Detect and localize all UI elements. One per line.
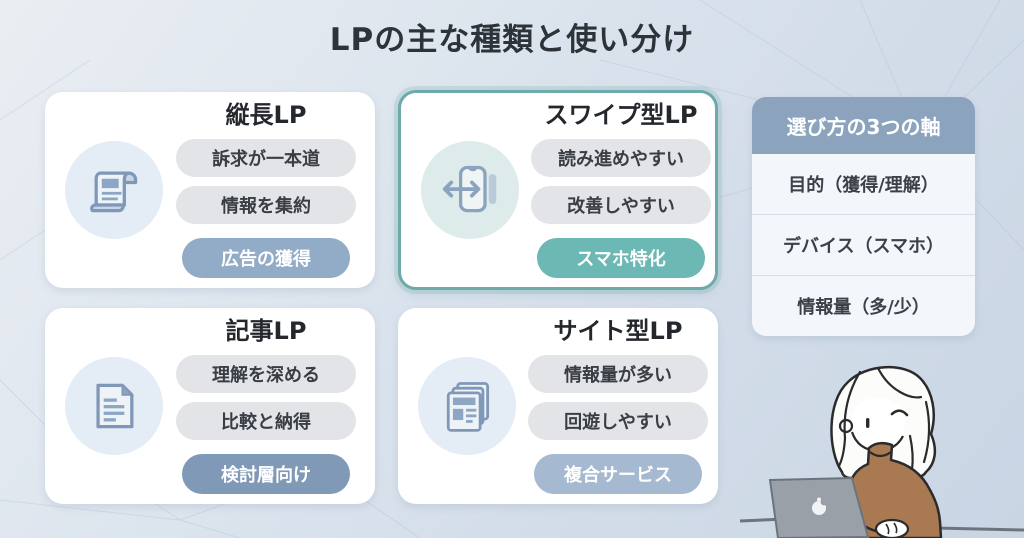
feature-pill: 比較と納得 (176, 402, 356, 441)
feature-pill: 情報量が多い (528, 355, 708, 394)
card-site-lp: サイト型LP 情報量が多い 回遊しやすい 複合サービス (398, 308, 718, 504)
card-title: 縦長LP (225, 100, 307, 129)
phone-swipe-icon (421, 141, 519, 239)
card-badge: 広告の獲得 (182, 238, 350, 279)
card-article-lp: 記事LP 理解を深める 比較と納得 検討層向け (45, 308, 375, 504)
selection-axes-panel: 選び方の3つの軸 目的（獲得/理解） デバイス（スマホ） 情報量（多/少） (752, 97, 975, 336)
card-swipe-lp: スワイプ型LP 読み進めやすい 改善しやすい スマホ特化 (398, 90, 718, 290)
card-title: サイト型LP (553, 316, 683, 345)
panel-row: 情報量（多/少） (797, 297, 930, 318)
card-title: スワイプ型LP (544, 100, 698, 129)
person-at-laptop-illustration (740, 366, 1024, 538)
feature-pill: 情報を集約 (176, 186, 356, 225)
card-badge: スマホ特化 (537, 238, 705, 279)
feature-pill: 回遊しやすい (528, 402, 708, 441)
feature-pill: 理解を深める (176, 355, 356, 394)
card-vertical-lp: 縦長LP 訴求が一本道 情報を集約 広告の獲得 (45, 92, 375, 288)
feature-pill: 訴求が一本道 (176, 139, 356, 178)
panel-header: 選び方の3つの軸 (752, 97, 975, 154)
scroll-icon (65, 141, 163, 239)
card-badge: 検討層向け (182, 454, 350, 495)
card-title: 記事LP (225, 316, 307, 345)
panel-row: デバイス（スマホ） (752, 215, 975, 276)
page-title: LPの主な種類と使い分け (329, 22, 695, 58)
panel-row: 目的（獲得/理解） (752, 154, 975, 215)
feature-pill: 改善しやすい (531, 186, 711, 225)
feature-pill: 読み進めやすい (531, 139, 711, 178)
card-badge: 複合サービス (534, 454, 702, 495)
document-icon (65, 357, 163, 455)
newspaper-stack-icon (418, 357, 516, 455)
